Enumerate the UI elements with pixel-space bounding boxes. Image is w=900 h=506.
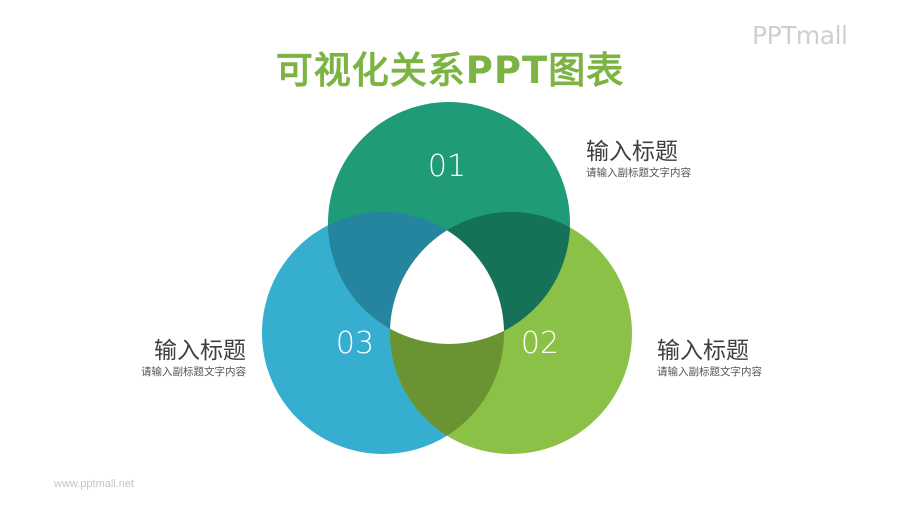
label-03: 输入标题 请输入副标题文字内容 [130,338,246,379]
label-01: 输入标题 请输入副标题文字内容 [586,139,691,180]
label-02-title: 输入标题 [657,338,749,364]
label-02: 输入标题 请输入副标题文字内容 [657,338,762,379]
page-title: 可视化关系PPT图表 [275,49,625,92]
label-02-subtitle: 请输入副标题文字内容 [657,366,762,378]
label-01-subtitle: 请输入副标题文字内容 [586,167,691,179]
label-03-subtitle: 请输入副标题文字内容 [141,366,246,378]
circle-01-number: 01 [428,149,466,184]
center-overlap [390,212,504,344]
circle-03-number: 03 [336,326,374,361]
label-01-title: 输入标题 [586,139,678,165]
label-03-title: 输入标题 [154,338,246,364]
pptmall-logo: PPTmall [752,21,848,50]
circle-02-number: 02 [521,326,559,361]
footer-url[interactable]: www.pptmall.net [54,478,135,490]
